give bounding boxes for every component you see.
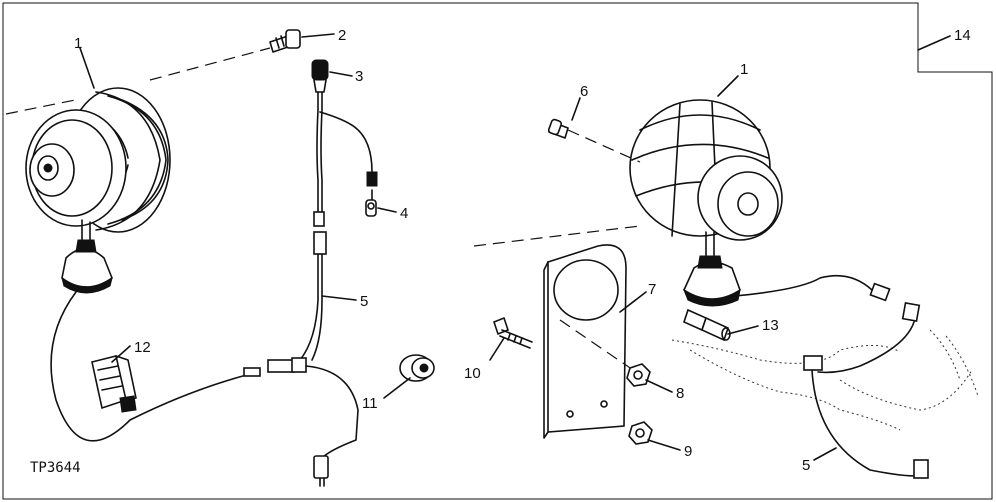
callout-4: 4 bbox=[400, 205, 408, 222]
callout-12: 12 bbox=[134, 339, 151, 356]
bolt-10 bbox=[493, 316, 533, 349]
callout-8: 8 bbox=[676, 385, 684, 402]
right-beacon-light bbox=[473, 99, 891, 307]
bolt-6 bbox=[547, 118, 569, 139]
callout-2: 2 bbox=[338, 27, 346, 44]
left-beacon-light bbox=[5, 47, 271, 442]
callout-13: 13 bbox=[762, 317, 779, 334]
leader-lines bbox=[79, 33, 951, 461]
callout-14: 14 bbox=[954, 27, 971, 44]
callout-5-right: 5 bbox=[802, 457, 810, 474]
callout-3: 3 bbox=[355, 68, 363, 85]
bolt-2 bbox=[269, 29, 301, 53]
grommet-11 bbox=[399, 354, 435, 382]
figure-code: TP3644 bbox=[30, 460, 81, 476]
harness-5-right bbox=[671, 301, 979, 479]
callout-1-right: 1 bbox=[740, 61, 748, 78]
nut-8 bbox=[626, 363, 651, 387]
bracket-7 bbox=[543, 244, 637, 439]
harness-3-4-5 bbox=[267, 59, 378, 487]
callout-6: 6 bbox=[580, 83, 588, 100]
callout-9: 9 bbox=[684, 443, 692, 460]
callout-7: 7 bbox=[648, 281, 656, 298]
callout-10: 10 bbox=[464, 365, 481, 382]
nut-9 bbox=[628, 421, 653, 445]
callout-1-left: 1 bbox=[74, 35, 82, 52]
switch-12 bbox=[91, 355, 137, 413]
callout-5-left: 5 bbox=[360, 293, 368, 310]
callout-labels: 1 2 3 4 5 6 1 7 8 9 10 11 12 13 14 5 bbox=[74, 27, 971, 474]
fuse-13 bbox=[683, 308, 731, 342]
callout-11: 11 bbox=[362, 395, 378, 412]
